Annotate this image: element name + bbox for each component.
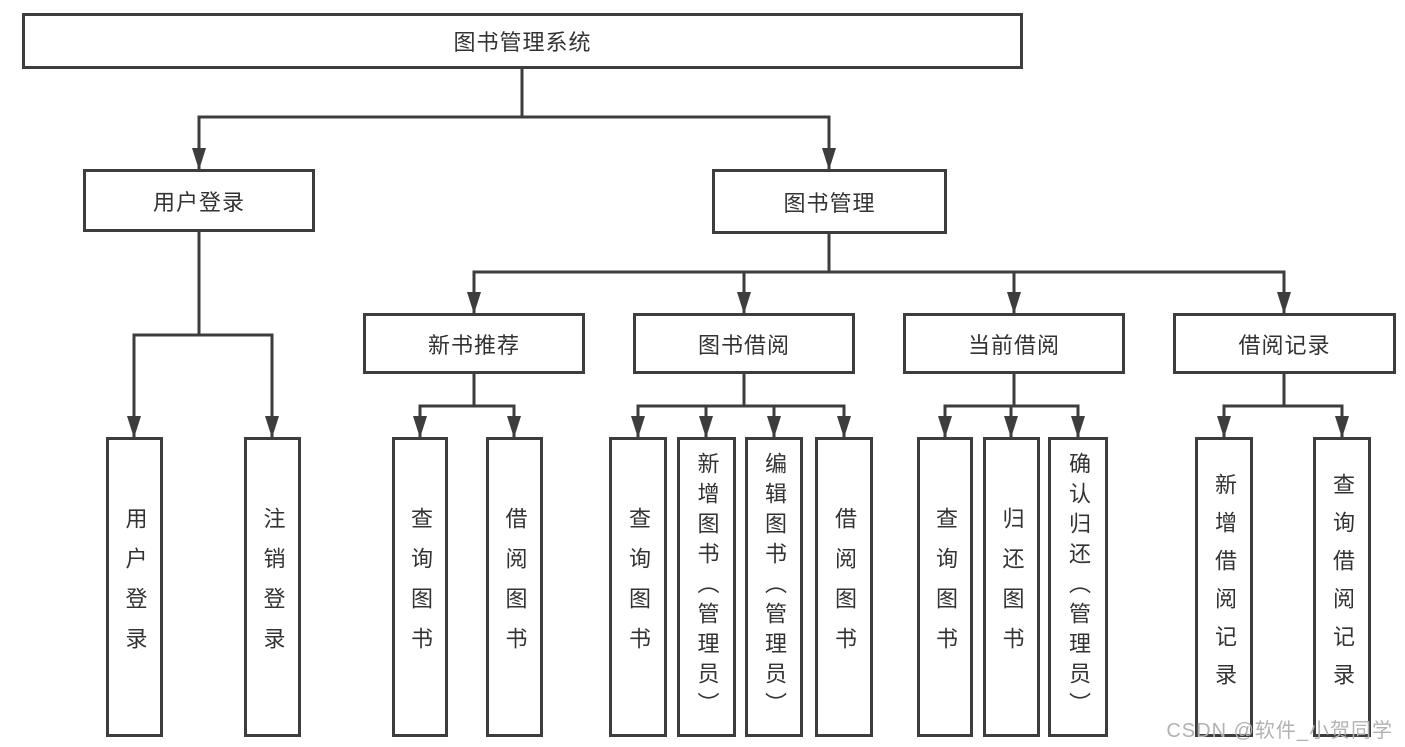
node-new-book-recommend: 新书推荐 (363, 313, 585, 374)
node-label: 归还图书 (999, 507, 1025, 667)
node-label: 图书管理系统 (453, 30, 592, 55)
node-label: 新增借阅记录 (1212, 473, 1237, 701)
node-borrowing-records: 借阅记录 (1173, 313, 1396, 374)
leaf-logout: 注销登录 (244, 437, 301, 737)
leaf-borrow-books-recommend: 借阅图书 (486, 437, 543, 737)
leaf-query-books-current: 查询图书 (917, 437, 973, 737)
leaf-add-borrow-record: 新增借阅记录 (1195, 437, 1253, 737)
leaf-return-books: 归还图书 (983, 437, 1040, 737)
tree-edges (127, 69, 1349, 438)
node-label: 查询借阅记录 (1330, 473, 1355, 701)
node-label: 借阅图书 (832, 507, 857, 667)
node-label: 用户登录 (122, 507, 148, 667)
node-user-login: 用户登录 (83, 169, 315, 232)
node-label: 用户登录 (152, 189, 245, 215)
node-label: 新书推荐 (427, 332, 520, 358)
csdn-watermark: CSDN @软件_小贺同学 (1166, 720, 1393, 742)
node-label: 借阅记录 (1238, 332, 1331, 358)
leaf-query-books-borrowing: 查询图书 (609, 437, 667, 737)
node-current-borrowing: 当前借阅 (903, 313, 1125, 374)
node-label: 注销登录 (260, 507, 286, 667)
node-label: 新增图书（管理员） (694, 452, 720, 722)
leaf-edit-books-admin: 编辑图书（管理员） (745, 437, 803, 737)
node-label: 查询图书 (626, 507, 651, 667)
leaf-confirm-return-admin: 确认归还（管理员） (1048, 437, 1108, 737)
leaf-query-borrow-record: 查询借阅记录 (1313, 437, 1371, 737)
node-label: 查询图书 (933, 507, 958, 667)
leaf-user-login: 用户登录 (106, 437, 163, 737)
node-book-borrowing: 图书借阅 (633, 313, 855, 374)
node-label: 当前借阅 (967, 332, 1060, 358)
node-label: 借阅图书 (502, 507, 528, 667)
node-label: 图书管理 (783, 190, 876, 216)
node-label: 编辑图书（管理员） (762, 452, 787, 722)
node-label: 查询图书 (408, 507, 433, 667)
leaf-borrow-books: 借阅图书 (815, 437, 873, 737)
node-root-library-system: 图书管理系统 (22, 13, 1023, 69)
node-label: 图书借阅 (697, 332, 790, 358)
leaf-query-books-recommend: 查询图书 (392, 437, 448, 737)
leaf-add-books-admin: 新增图书（管理员） (677, 437, 736, 737)
node-book-management: 图书管理 (712, 169, 947, 234)
node-label: 确认归还（管理员） (1066, 452, 1091, 722)
